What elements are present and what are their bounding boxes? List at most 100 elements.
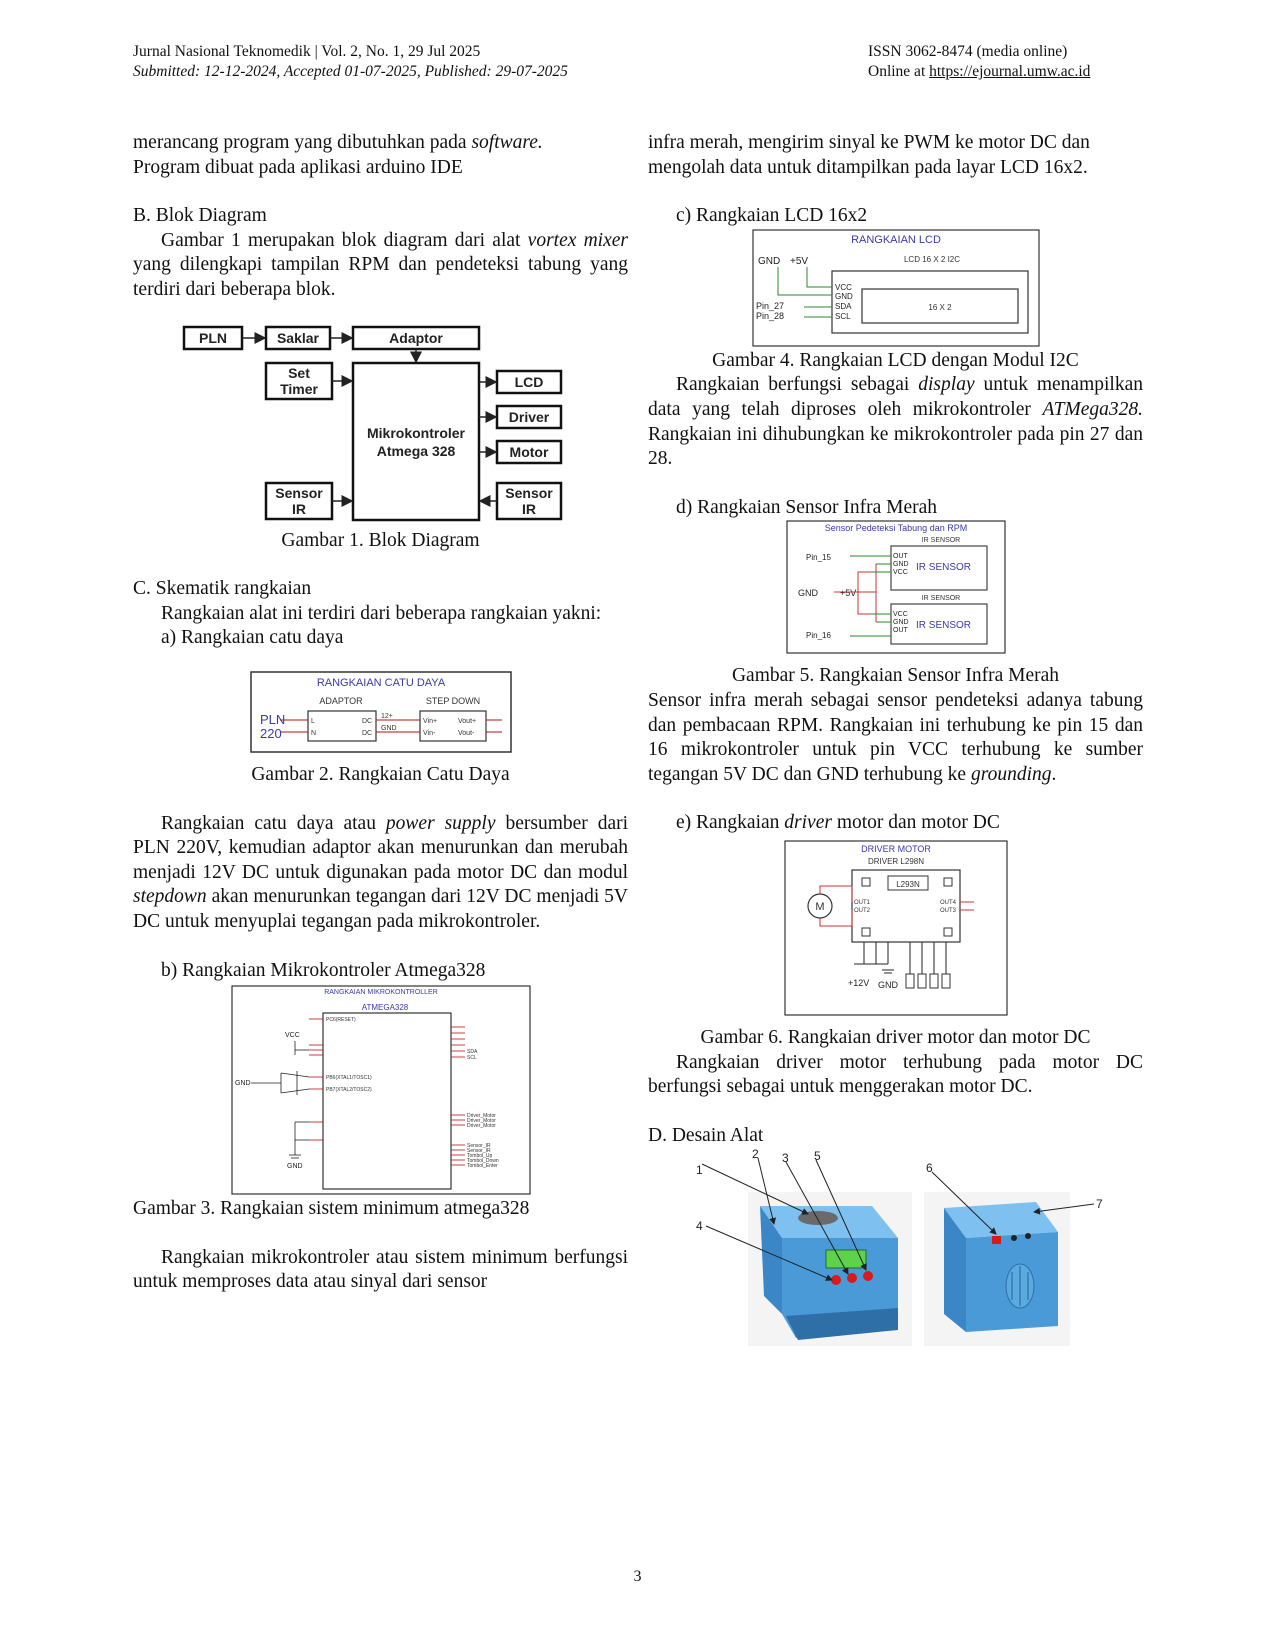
ir-sensor-1: IR SENSOR	[916, 562, 971, 573]
subsection-a: a) Rangkaian catu daya	[161, 627, 344, 649]
lcd-gnd: GND	[758, 256, 780, 267]
psu-vout-plus: Vout+	[458, 718, 476, 725]
mcu-net-8: Tombol_Enter	[467, 1163, 498, 1169]
lcd-module-label: LCD 16 X 2 I2C	[903, 255, 959, 264]
ir-label-bottom: IR SENSOR	[921, 595, 960, 602]
lcd-pin-27: Pin_27	[756, 301, 784, 311]
block-sensor-1: Sensor	[275, 485, 323, 501]
psu-vin-minus: Vin-	[423, 730, 436, 737]
lcd-5v: +5V	[790, 256, 808, 267]
psu-vin-plus: Vin+	[423, 718, 437, 725]
mcu-chip-name: ATMEGA328	[361, 1003, 408, 1012]
mcu-net-4: Sensor_IR	[467, 1143, 491, 1149]
figure-lcd: RANGKAIAN LCD LCD 16 X 2 I2C 16 X 2 GND …	[751, 229, 1040, 347]
figure-motor-driver: DRIVER MOTOR DRIVER L298N L293N M OUT1 O…	[783, 840, 1008, 1016]
ir-sensor-2: IR SENSOR	[916, 620, 971, 631]
subsection-c: c) Rangkaian LCD 16x2	[676, 205, 868, 227]
ir-5v: +5V	[840, 588, 856, 598]
ir-pin-16: Pin_16	[806, 631, 831, 640]
psu-gnd: GND	[381, 725, 397, 732]
block-mcu-1: Mikrokontroler	[366, 425, 465, 441]
block-set-timer-2: Timer	[280, 381, 318, 397]
caption-figure-4: Gambar 4. Rangkaian LCD dengan Modul I2C	[712, 349, 1079, 371]
psu-title: RANGKAIAN CATU DAYA	[316, 677, 445, 689]
block-mcu-2: Atmega 328	[376, 443, 455, 459]
lcd-pin-sda: SDA	[835, 302, 852, 311]
ir1-pin-out: OUT	[893, 553, 909, 560]
psu-dc-1: DC	[362, 718, 372, 725]
mcu-gnd-bottom: GND	[287, 1163, 303, 1170]
psu-stepdown-label: STEP DOWN	[425, 696, 479, 706]
driver-chip: L293N	[896, 880, 920, 889]
section-heading-c: C. Skematik rangkaian	[133, 578, 312, 600]
driver-title: DRIVER MOTOR	[861, 844, 931, 854]
subsection-b: b) Rangkaian Mikrokontroler Atmega328	[161, 959, 486, 981]
driver-12v: +12V	[848, 978, 869, 988]
mcu-net-sda: SDA	[467, 1049, 478, 1055]
ir1-pin-gnd: GND	[893, 561, 909, 568]
callout-2: 2	[752, 1147, 759, 1161]
running-header-left: Jurnal Nasional Teknomedik | Vol. 2, No.…	[133, 42, 568, 82]
psu-n: N	[311, 730, 316, 737]
caption-figure-2: Gambar 2. Rangkaian Catu Daya	[251, 763, 510, 785]
page-number: 3	[633, 1568, 642, 1585]
block-motor: Motor	[509, 444, 548, 460]
lcd-screen: 16 X 2	[928, 303, 952, 312]
paragraph-power-supply: Rangkaian catu daya atau power supply be…	[133, 812, 629, 932]
block-set-timer-1: Set	[288, 365, 310, 381]
psu-220: 220	[260, 726, 282, 741]
right-column: infra merah, mengirim sinyal ke PWM ke m…	[648, 131, 1143, 1348]
subsection-d: d) Rangkaian Sensor Infra Merah	[676, 496, 937, 518]
block-sensor-ir-1: Sensor	[505, 485, 553, 501]
subsection-e: e) Rangkaian driver motor dan motor DC	[676, 812, 1000, 834]
lcd-pin-28: Pin_28	[756, 311, 784, 321]
block-lcd: LCD	[514, 374, 543, 390]
mcu-net-scl: SCL	[467, 1055, 477, 1061]
callout-3: 3	[782, 1151, 789, 1165]
figure-block-diagram: PLN Saklar Adaptor Set Timer Mikrokontro…	[182, 325, 562, 521]
figure-power-supply: RANGKAIAN CATU DAYA ADAPTOR STEP DOWN PL…	[249, 671, 512, 753]
paragraph-microcontroller: Rangkaian mikrokontroler atau sistem min…	[133, 1246, 628, 1293]
left-column: merancang program yang dibutuhkan pada s…	[133, 131, 628, 1295]
driver-gnd: GND	[878, 980, 899, 990]
paragraph-infrared-continued: infra merah, mengirim sinyal ke PWM ke m…	[648, 132, 1090, 178]
block-pln: PLN	[199, 330, 227, 346]
section-heading-b: B. Blok Diagram	[133, 205, 267, 227]
lcd-pin-gnd: GND	[835, 292, 853, 301]
figure-microcontroller: RANGKAIAN MIKROKONTROLLER ATMEGA328 VCC …	[230, 985, 531, 1195]
ir-title: Sensor Pedeteksi Tabung dan RPM	[824, 523, 966, 533]
callout-1: 1	[696, 1163, 703, 1177]
block-sensor-ir-2: IR	[522, 501, 536, 517]
paragraph-software: merancang program yang dibutuhkan pada s…	[133, 132, 543, 178]
mcu-net-7: Tombol_Down	[467, 1158, 499, 1164]
callout-4: 4	[696, 1219, 703, 1233]
section-heading-d: D. Desain Alat	[648, 1124, 764, 1146]
caption-figure-5: Gambar 5. Rangkaian Sensor Infra Merah	[731, 665, 1060, 687]
ir2-pin-vcc: VCC	[893, 611, 908, 618]
online-info: Online at https://ejournal.umw.ac.id	[868, 63, 1091, 80]
mcu-title: RANGKAIAN MIKROKONTROLLER	[324, 989, 438, 996]
motor-symbol: M	[815, 901, 824, 913]
driver-out2: OUT2	[854, 908, 871, 914]
ir-gnd: GND	[798, 588, 819, 598]
mcu-gnd-left: GND	[235, 1080, 251, 1087]
callout-6: 6	[926, 1161, 933, 1175]
paragraph-ir-sensor: Sensor infra merah sebagai sensor pendet…	[648, 689, 1143, 785]
ir-pin-15: Pin_15	[806, 553, 831, 562]
psu-vout-minus: Vout-	[458, 730, 475, 737]
mcu-net-5: Sensor_IR	[467, 1148, 491, 1154]
journal-link[interactable]: https://ejournal.umw.ac.id	[929, 63, 1091, 80]
callout-5: 5	[814, 1149, 821, 1163]
figure-device-design: 1 2 3 5 4 6 7	[696, 1147, 1103, 1347]
driver-out4: OUT4	[940, 900, 957, 906]
block-sensor-2: IR	[292, 501, 306, 517]
psu-l: L	[311, 718, 315, 725]
callout-7: 7	[1096, 1197, 1103, 1211]
mcu-net-6: Tombol_Up	[467, 1153, 493, 1159]
caption-figure-3: Gambar 3. Rangkaian sistem minimum atmeg…	[133, 1198, 530, 1220]
lcd-pin-scl: SCL	[835, 312, 851, 321]
lcd-pin-vcc: VCC	[835, 283, 852, 292]
mcu-vcc: VCC	[285, 1032, 300, 1039]
paragraph-block-diagram: Gambar 1 merupakan blok diagram dari ala…	[133, 229, 629, 300]
running-header-right: ISSN 3062-8474 (media online) Online at …	[868, 42, 1090, 82]
